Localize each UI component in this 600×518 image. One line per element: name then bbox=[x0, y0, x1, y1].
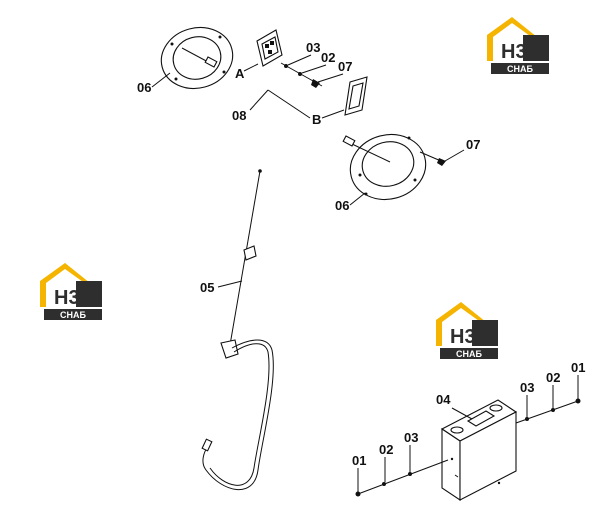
label-02-right: 02 bbox=[546, 370, 560, 385]
label-02-left: 02 bbox=[379, 442, 393, 457]
logo-top-right: H3 СНАБ bbox=[487, 17, 549, 74]
label-01-left: 01 bbox=[352, 453, 366, 468]
radio-unit bbox=[440, 399, 518, 502]
label-02-top: 02 bbox=[321, 50, 335, 65]
label-04: 04 bbox=[436, 392, 451, 407]
connector-b bbox=[344, 76, 368, 116]
label-07-bottom: 07 bbox=[466, 137, 480, 152]
label-05: 05 bbox=[200, 280, 214, 295]
logo-middle-right: H3 СНАБ bbox=[436, 302, 498, 359]
logo-middle-left: H3 СНАБ bbox=[40, 263, 102, 320]
label-07-top: 07 bbox=[338, 59, 352, 74]
speaker-bottom bbox=[342, 134, 427, 200]
label-03-right: 03 bbox=[520, 380, 534, 395]
connector-a bbox=[256, 29, 283, 67]
label-ref-b: B bbox=[312, 112, 321, 127]
logo-caption: СНАБ bbox=[456, 349, 482, 359]
label-03-left: 03 bbox=[404, 430, 418, 445]
fasteners-right bbox=[515, 398, 581, 424]
label-08: 08 bbox=[232, 108, 246, 123]
fasteners-left bbox=[355, 459, 449, 497]
antenna bbox=[201, 169, 274, 490]
label-06-bottom: 06 bbox=[335, 198, 349, 213]
logo-caption: СНАБ bbox=[60, 310, 86, 320]
fastener-07-bottom bbox=[419, 151, 446, 166]
logo-mark-text: H3 bbox=[54, 287, 80, 309]
logo-caption: СНАБ bbox=[507, 64, 533, 74]
label-ref-a: A bbox=[235, 66, 245, 81]
label-03-top: 03 bbox=[306, 40, 320, 55]
logo-mark-text: H3 bbox=[501, 41, 527, 63]
fasteners-top bbox=[280, 62, 323, 88]
label-06-top: 06 bbox=[137, 80, 151, 95]
speaker-top bbox=[160, 27, 234, 89]
logo-mark-text: H3 bbox=[450, 326, 476, 348]
label-01-right: 01 bbox=[571, 360, 585, 375]
